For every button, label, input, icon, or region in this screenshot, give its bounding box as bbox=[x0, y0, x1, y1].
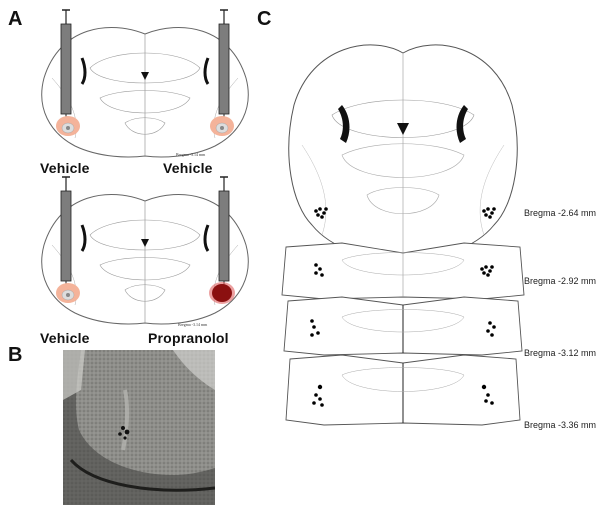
panel-c-letter: C bbox=[257, 8, 272, 30]
atlas-level-label-2: Bregma -2.92 mm bbox=[524, 276, 597, 286]
atlas-section-1 bbox=[288, 44, 518, 264]
placement-dots-left-2 bbox=[314, 263, 324, 277]
right-cannula bbox=[218, 9, 230, 120]
cannula-track bbox=[118, 426, 130, 440]
label-bottom-left: Vehicle bbox=[40, 330, 90, 346]
left-infusion-spread bbox=[56, 116, 80, 136]
ventricle-mark bbox=[141, 72, 149, 80]
atlas-section-4 bbox=[285, 354, 521, 426]
brain-section-top bbox=[41, 9, 249, 158]
atlas-level-label-3: Bregma -3.12 mm bbox=[524, 348, 597, 358]
placement-atlas bbox=[281, 44, 525, 426]
brain-section-bottom bbox=[41, 176, 249, 325]
label-top-right: Vehicle bbox=[163, 160, 213, 176]
ventricle-mark bbox=[141, 239, 149, 247]
right-infusion-spread bbox=[210, 116, 234, 136]
placement-dots-right-3 bbox=[486, 321, 496, 337]
histology-micrograph bbox=[63, 350, 215, 505]
atlas-level-label-1: Bregma -2.64 mm bbox=[524, 208, 597, 218]
top-section-bregma: Bregma -3.14 mm bbox=[176, 152, 206, 157]
placement-dots-left-4 bbox=[312, 384, 324, 407]
left-cannula bbox=[60, 176, 72, 287]
placement-dots-right-4 bbox=[481, 384, 494, 405]
atlas-section-2 bbox=[281, 242, 525, 300]
left-cannula bbox=[60, 9, 72, 120]
propranolol-infusion-spread bbox=[209, 282, 235, 304]
atlas-section-3 bbox=[283, 296, 523, 356]
panel-b-letter: B bbox=[8, 344, 23, 366]
placement-dots-right-1 bbox=[482, 207, 496, 219]
label-bottom-right: Propranolol bbox=[148, 330, 229, 346]
atlas-level-label-4: Bregma -3.36 mm bbox=[524, 420, 597, 430]
right-cannula bbox=[218, 176, 230, 287]
placement-dots-left-1 bbox=[314, 207, 328, 219]
placement-dots-right-2 bbox=[480, 265, 494, 277]
left-infusion-spread bbox=[56, 283, 80, 303]
placement-dots-left-3 bbox=[310, 319, 320, 337]
panel-a-letter: A bbox=[8, 8, 23, 30]
label-top-left: Vehicle bbox=[40, 160, 90, 176]
bottom-section-bregma: Bregma -3.14 mm bbox=[178, 322, 208, 327]
